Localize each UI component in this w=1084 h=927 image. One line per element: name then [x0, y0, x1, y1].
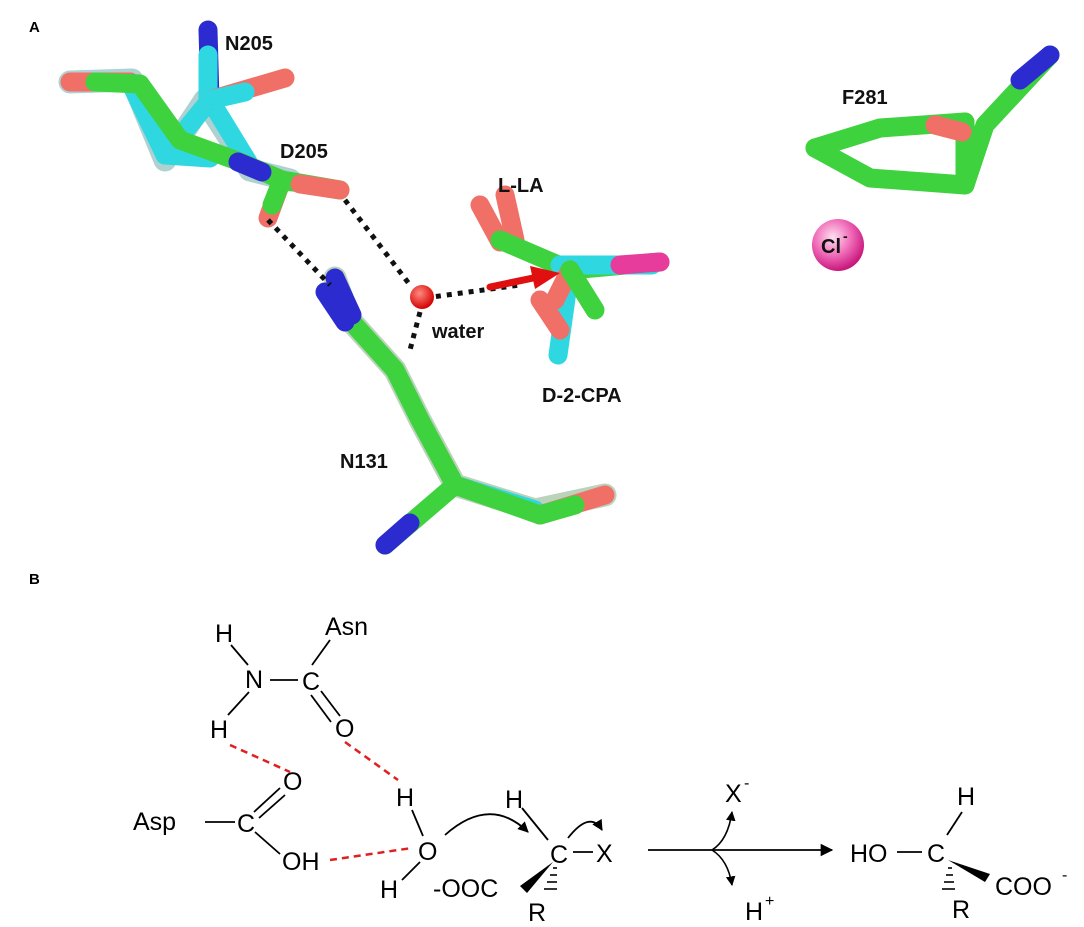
residue-205-sticks: [58, 20, 350, 228]
label-d-2-cpa: D-2-CPA: [542, 385, 622, 407]
product-ho: HO: [850, 840, 888, 868]
water-h-bottom: H: [380, 876, 398, 904]
panel-b: B Asn H N C O H Asp C O OH: [29, 571, 1067, 927]
chloride-ion: Cl -: [812, 219, 864, 271]
asp-group: Asp C O OH: [133, 768, 320, 876]
byproduct-x-charge: -: [744, 775, 749, 792]
substrate-h: H: [505, 786, 523, 814]
product-coo-charge: -: [1062, 867, 1067, 884]
asn-n: N: [245, 666, 263, 694]
byproduct-x: X: [725, 780, 742, 808]
reaction-arrow: X - H +: [648, 775, 834, 926]
asn-h-top: H: [215, 620, 233, 648]
byproduct-h-charge: +: [765, 893, 774, 910]
water-h-top: H: [396, 784, 414, 812]
ligand-sticks: [470, 185, 670, 365]
byproduct-h: H: [745, 898, 763, 926]
substrate-r: R: [528, 899, 546, 927]
water-group-b: H O H: [380, 784, 437, 904]
product-wedge-bond: [948, 860, 990, 882]
label-n131: N131: [340, 451, 388, 473]
product-coo: COO: [995, 873, 1052, 901]
panel-a-letter: A: [29, 19, 40, 36]
product-h: H: [957, 783, 975, 811]
hbond-dashes-b: [229, 740, 413, 862]
product-r: R: [952, 896, 970, 924]
product-c: C: [927, 840, 945, 868]
nucleophilic-attack-arrow: [486, 266, 560, 291]
label-l-la: L-LA: [498, 175, 544, 197]
product-hash-bond: [942, 867, 955, 890]
residue-n131-sticks: [315, 266, 617, 555]
substrate-wedge-bond: [520, 862, 553, 893]
asp-label: Asp: [133, 808, 176, 836]
label-n205: N205: [225, 33, 273, 55]
label-water: water: [431, 321, 484, 343]
substrate-group: H C X -OOC R: [433, 786, 613, 927]
asp-oh: OH: [282, 848, 320, 876]
water-o: O: [418, 838, 437, 866]
residue-f281-sticks: [805, 45, 1060, 195]
asn-o: O: [335, 715, 354, 743]
asn-h-bottom: H: [210, 716, 228, 744]
substrate-c: C: [550, 841, 568, 869]
asn-label: Asn: [325, 613, 368, 641]
product-group: HO C H COO - R: [850, 783, 1067, 924]
asp-c: C: [237, 810, 255, 838]
panel-b-letter: B: [29, 571, 40, 588]
asp-o: O: [283, 768, 302, 796]
substrate-ooc: -OOC: [433, 875, 498, 903]
curved-attack-arrow: [444, 813, 529, 836]
cl-label: Cl: [821, 236, 841, 258]
panel-a: A: [29, 19, 1060, 555]
cl-charge: -: [843, 228, 848, 244]
label-f281: F281: [842, 87, 888, 109]
asn-c: C: [302, 668, 320, 696]
substrate-x: X: [596, 840, 613, 868]
label-d205: D205: [280, 141, 328, 163]
substrate-hash-bond: [544, 867, 557, 890]
asn-group: Asn H N C O H: [210, 613, 368, 744]
water-molecule: [410, 285, 434, 309]
